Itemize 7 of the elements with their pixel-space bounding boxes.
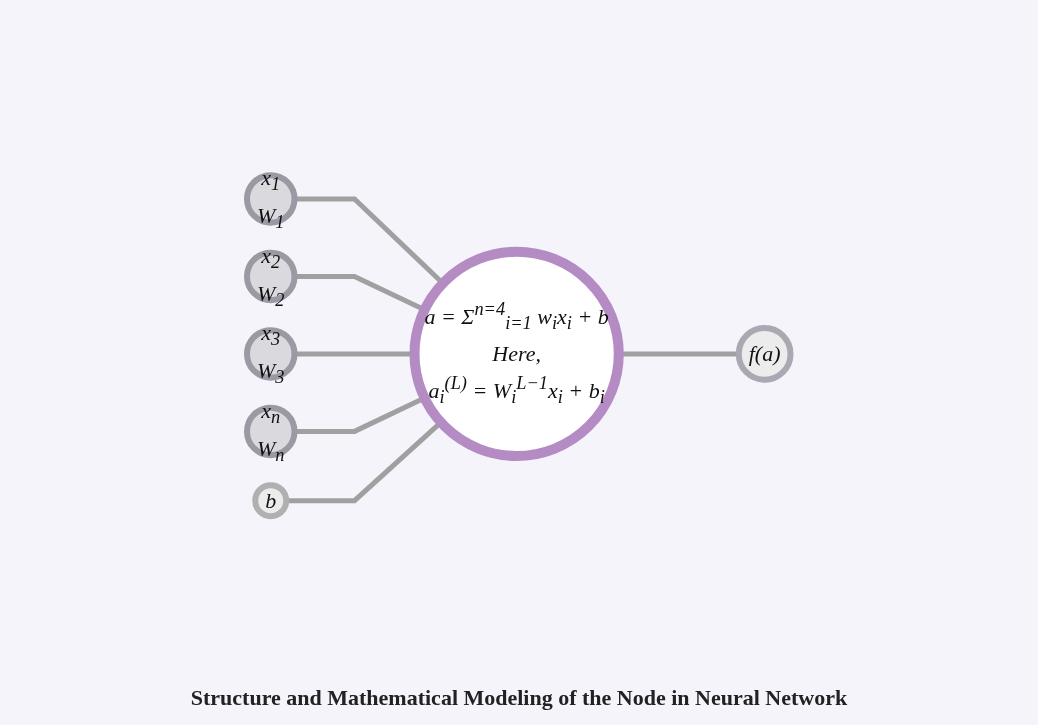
caption: Structure and Mathematical Modeling of the Node in Neural Network — [190, 685, 848, 711]
node-circle: a = Σ$^{n=4}$$_{i=1}$ w$_{i}$x$_{i}$ + b Here, a$_{i}$$^{(L)}$ = W$_{i}$$^{L−1}$x$_{i}$ + b$_{i}$ — [409, 247, 624, 462]
node-circle: f(a) — [736, 325, 794, 384]
node-circle: x$_{2}$ W$_{2}$ — [244, 250, 298, 304]
node-circle: x$_{n}$ W$_{n}$ — [244, 405, 298, 459]
node-circle: b — [252, 482, 290, 520]
node-circle: x$_{1}$ W$_{1}$ — [244, 172, 298, 227]
